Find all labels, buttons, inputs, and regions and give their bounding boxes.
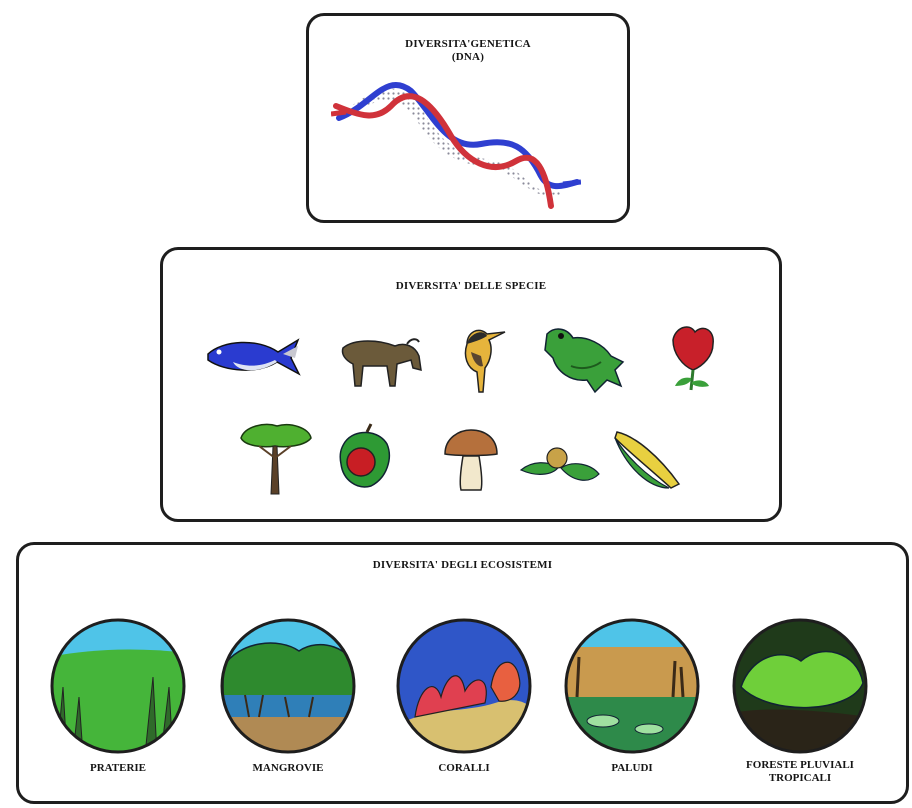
corn-icon: [609, 426, 685, 492]
genetic-diversity-panel: DIVERSITA'GENETICA (DNA): [306, 13, 630, 223]
ecosystem-diversity-title: DIVERSITA' DEGLI ECOSISTEMI: [19, 559, 906, 572]
tree-icon: [235, 418, 315, 496]
genetic-title-line2: (DNA): [309, 51, 627, 64]
mushroom-icon: [441, 428, 501, 494]
ecosystem-label-coralli: CORALLI: [379, 762, 549, 775]
ecosystem-label-praterie: PRATERIE: [33, 762, 203, 775]
fruit-icon: [335, 422, 395, 492]
ecosystem-label-mangrovie: MANGROVIE: [203, 762, 373, 775]
genetic-diversity-title: DIVERSITA'GENETICA (DNA): [309, 38, 627, 64]
plant-icon: [519, 444, 601, 490]
mangrove-circle-icon: [219, 617, 357, 755]
bird-icon: [453, 322, 509, 398]
bison-icon: [335, 330, 425, 392]
grassland-circle-icon: [49, 617, 187, 755]
species-diversity-panel: DIVERSITA' DELLE SPECIE: [160, 247, 782, 522]
ecosystem-diversity-panel: DIVERSITA' DEGLI ECOSISTEMI PRATERIE MAN…: [16, 542, 909, 804]
coral-reef-circle-icon: [395, 617, 533, 755]
frog-icon: [541, 322, 627, 396]
genetic-title-line1: DIVERSITA'GENETICA: [309, 38, 627, 51]
species-diversity-title: DIVERSITA' DELLE SPECIE: [163, 280, 779, 293]
marsh-circle-icon: [563, 617, 701, 755]
fish-icon: [203, 332, 303, 382]
rainforest-circle-icon: [731, 617, 869, 755]
dna-helix-icon: [331, 66, 581, 216]
flower-icon: [663, 320, 721, 396]
ecosystem-label-paludi: PALUDI: [547, 762, 717, 775]
